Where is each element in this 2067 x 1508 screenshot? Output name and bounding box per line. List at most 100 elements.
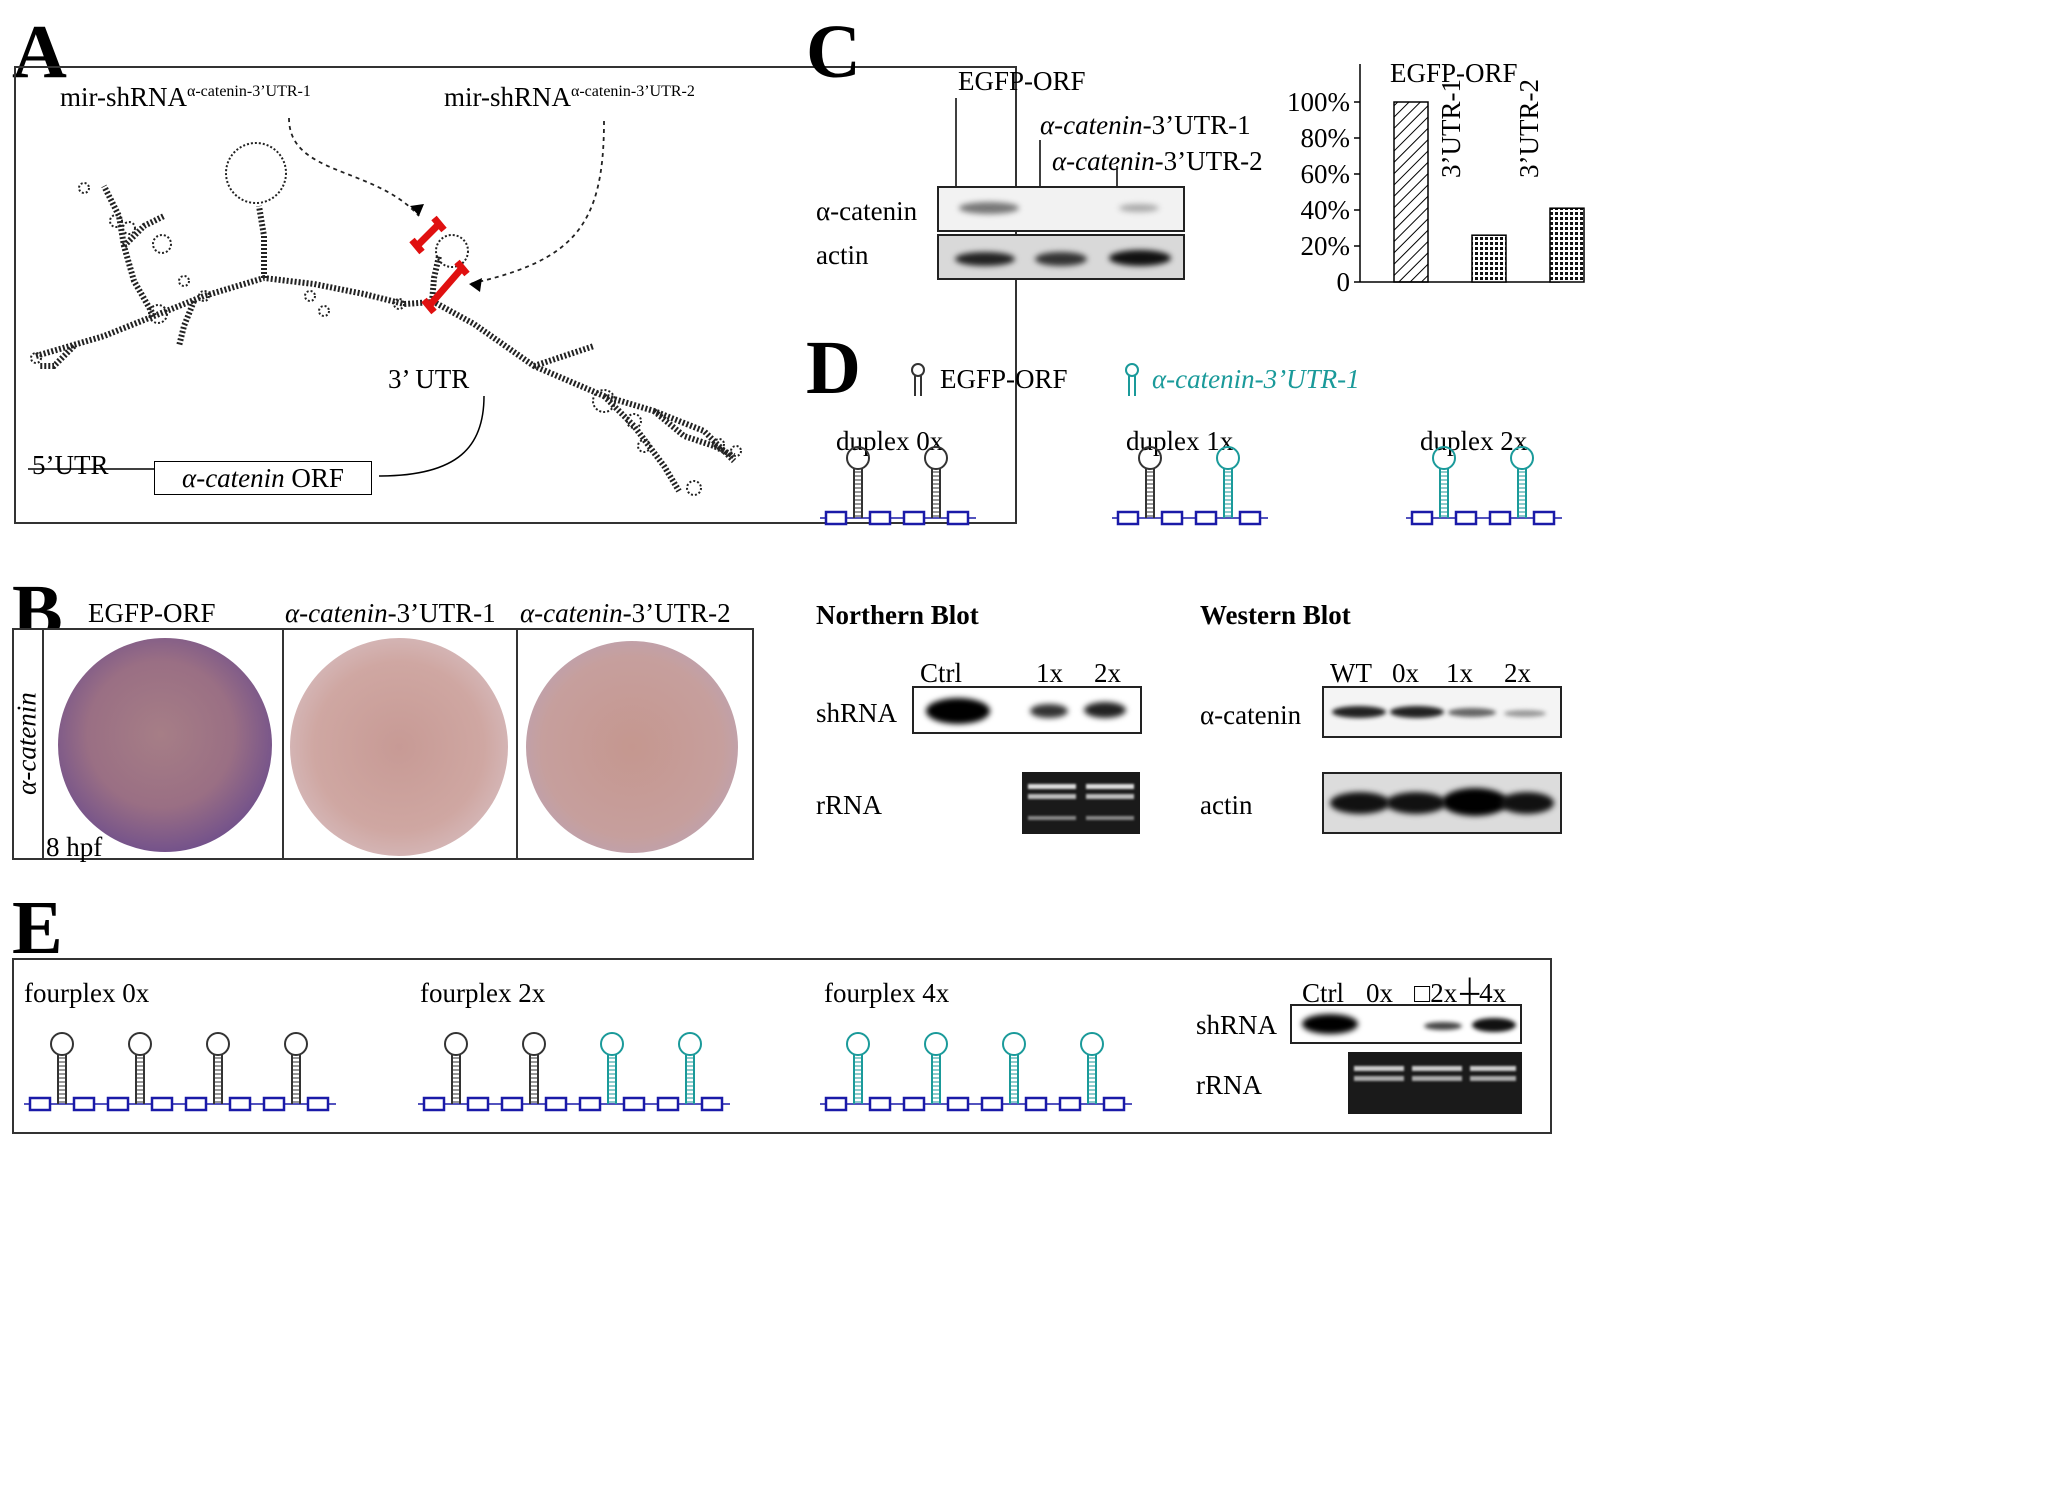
d-western-actin — [1322, 772, 1562, 834]
d-western-acatenin — [1322, 686, 1562, 738]
hairpin-black — [522, 1032, 546, 1104]
e-f4-label: fourplex 4x — [824, 978, 950, 1008]
hairpin-teal — [600, 1032, 624, 1104]
hairpin-teal — [1080, 1032, 1104, 1104]
e-northern-blot — [1290, 1004, 1522, 1044]
b-col-utr1: α-catenin-3’UTR-1 — [285, 598, 496, 628]
exon-box — [466, 1096, 490, 1112]
shrna2-label: mir-shRNAα-catenin-3’UTR-2 — [444, 82, 695, 112]
d-w-lane-0x: 0x — [1392, 658, 1419, 688]
exon-box — [824, 510, 848, 526]
rna-secondary-structure — [28, 117, 742, 496]
e-fourplex-constructs — [24, 1032, 1132, 1112]
hairpin-black — [444, 1032, 468, 1104]
e-row-shrna: shRNA — [1196, 1010, 1278, 1040]
orf-box: α-catenin ORF — [154, 461, 372, 495]
c-chart-ytick-label: 80% — [1301, 123, 1351, 153]
exon-box — [422, 1096, 446, 1112]
hairpin-teal — [924, 1032, 948, 1104]
d-duplex-constructs — [820, 446, 1562, 526]
exon-box — [1488, 510, 1512, 526]
exon-box — [1238, 510, 1262, 526]
exon-box — [902, 510, 926, 526]
exon-box — [946, 1096, 970, 1112]
panel-e-label: E — [12, 886, 63, 970]
hairpin-teal — [678, 1032, 702, 1104]
exon-box — [1194, 510, 1218, 526]
exon-box — [106, 1096, 130, 1112]
c-chart-cat-utr1: 3’UTR-1 — [1436, 79, 1466, 178]
c-lane-egfp: EGFP-ORF — [958, 66, 1086, 96]
hairpin-teal — [1216, 446, 1240, 518]
exon-box — [824, 1096, 848, 1112]
d-n-lane-ctrl: Ctrl — [920, 658, 963, 688]
exon-box — [262, 1096, 286, 1112]
e-lane-0x: 0x — [1366, 978, 1393, 1008]
c-lane-utr1: α-catenin-3’UTR-1 — [1040, 110, 1251, 140]
b-col-egfp: EGFP-ORF — [88, 598, 216, 628]
exon-box — [228, 1096, 252, 1112]
shrna1-label: mir-shRNAα-catenin-3’UTR-1 — [60, 82, 311, 112]
d-w-lane-wt: WT — [1330, 658, 1372, 688]
d-n-lane-2x: 2x — [1094, 658, 1121, 688]
exon-box — [1454, 510, 1478, 526]
c-chart-bar — [1549, 207, 1585, 283]
hairpin-black — [206, 1032, 230, 1104]
c-chart-bar — [1471, 234, 1507, 283]
exon-box — [1024, 1096, 1048, 1112]
e-northern-gel — [1348, 1052, 1522, 1114]
d-northern-blot — [912, 686, 1142, 734]
exon-box — [150, 1096, 174, 1112]
panel-d-label: D — [806, 326, 861, 410]
c-bar-chart: 020%40%60%80%100% — [1287, 64, 1585, 297]
d-n-row-rrna: rRNA — [816, 790, 882, 820]
hairpin-black — [924, 446, 948, 518]
utr3-label: 3’ UTR — [388, 364, 470, 394]
e-lane-4x: ┼4x — [1460, 978, 1507, 1008]
exon-box — [1102, 1096, 1126, 1112]
d-n-row-shrna: shRNA — [816, 698, 898, 728]
c-blot-actin — [937, 234, 1185, 280]
exon-box — [306, 1096, 330, 1112]
panel-a-label: A — [12, 10, 67, 94]
embryo-egfp — [58, 638, 272, 852]
exon-box — [656, 1096, 680, 1112]
hairpin-teal — [1510, 446, 1534, 518]
exon-box — [1532, 510, 1556, 526]
b-side-label-box — [12, 628, 44, 860]
exon-box — [868, 510, 892, 526]
exon-box — [1160, 510, 1184, 526]
e-lane-2x: □2x — [1414, 978, 1458, 1008]
c-chart-ytick-label: 100% — [1287, 87, 1350, 117]
d-w-lane-2x: 2x — [1504, 658, 1531, 688]
c-lane-ticks — [955, 98, 1118, 186]
d-legend-utr1: α-catenin-3’UTR-1 — [1152, 364, 1360, 394]
hairpin-black — [50, 1032, 74, 1104]
c-chart-ytick-label: 0 — [1337, 267, 1351, 297]
hairpin-black — [1138, 446, 1162, 518]
hairpin-teal — [846, 1032, 870, 1104]
d-legend-hairpin-teal — [1125, 363, 1139, 396]
exon-box — [578, 1096, 602, 1112]
exon-box — [1410, 510, 1434, 526]
b-divider-1 — [282, 628, 284, 860]
c-chart-ytick-label: 20% — [1301, 231, 1351, 261]
d-northern-title: Northern Blot — [816, 600, 979, 630]
e-f2-label: fourplex 2x — [420, 978, 546, 1008]
embryo-utr2 — [526, 641, 738, 853]
panel-e-frame — [12, 958, 1552, 1134]
d-w-lane-1x: 1x — [1446, 658, 1473, 688]
b-col-utr2: α-catenin-3’UTR-2 — [520, 598, 731, 628]
hairpin-teal — [1002, 1032, 1026, 1104]
c-blot-acatenin — [937, 186, 1185, 232]
d-w-row-actin: actin — [1200, 790, 1253, 820]
c-chart-bar — [1393, 101, 1429, 283]
e-lane-ctrl: Ctrl — [1302, 978, 1345, 1008]
d-duplex0-label: duplex 0x — [836, 426, 944, 456]
b-divider-2 — [516, 628, 518, 860]
d-n-lane-1x: 1x — [1036, 658, 1063, 688]
exon-box — [1058, 1096, 1082, 1112]
exon-box — [500, 1096, 524, 1112]
panel-a-frame — [14, 66, 1017, 524]
hairpin-black — [284, 1032, 308, 1104]
